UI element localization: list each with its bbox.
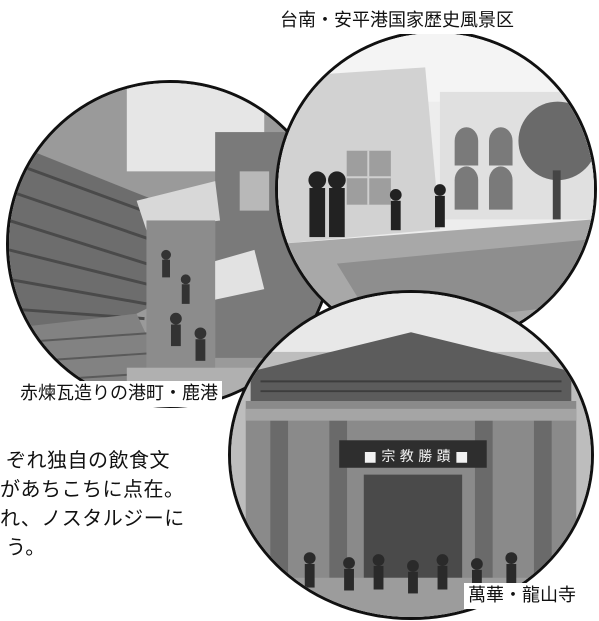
- photo-longshan-temple: ■ 宗 教 勝 蹟 ■: [228, 290, 594, 620]
- caption-lukang: 赤煉瓦造りの港町・鹿港: [16, 381, 222, 407]
- longshan-temple-illustration: [231, 293, 591, 617]
- temple-sign-text: ■ 宗 教 勝 蹟 ■: [363, 449, 469, 465]
- body-text-line-3: れ、ノスタルジーに: [0, 506, 185, 530]
- caption-anping: 台南・安平港国家歴史風景区: [276, 8, 518, 34]
- body-text-line-4: う。: [6, 535, 46, 559]
- body-text: ぞれ独自の飲食文 があちこちに点在。 れ、ノスタルジーに う。: [0, 446, 300, 562]
- caption-longshan: 萬華・龍山寺: [464, 583, 580, 609]
- body-text-line-1: ぞれ独自の飲食文: [6, 448, 170, 472]
- body-text-line-2: があちこちに点在。: [0, 477, 185, 501]
